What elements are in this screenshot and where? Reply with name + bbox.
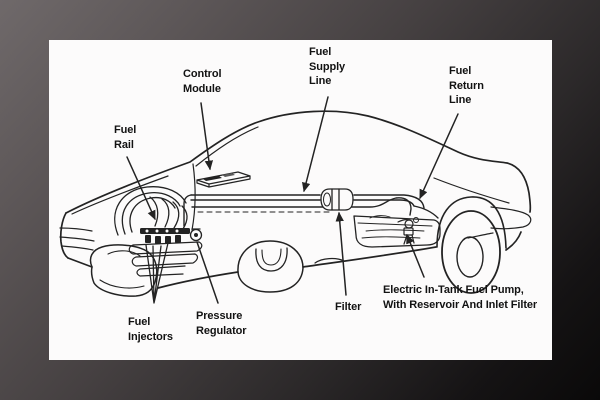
leader-fuel-supply-line (302, 96, 329, 193)
leader-pressure-regulator (196, 241, 219, 304)
fuel-filter-drawing (320, 188, 354, 211)
fuel-supply-line-drawing (183, 194, 425, 227)
rear-wheel (436, 196, 507, 294)
car-body-outline (59, 110, 532, 289)
leader-fuel-pump (406, 233, 425, 278)
label-filter: Filter (335, 301, 362, 313)
middle-wheel (237, 240, 304, 293)
fuel-return-line-drawing (191, 197, 439, 219)
label-fuel-return-line: Fuel Return Line (449, 65, 484, 106)
label-fuel-rail: Fuel Rail (114, 124, 137, 151)
leader-filter (335, 211, 347, 296)
leader-lines (126, 96, 459, 304)
label-fuel-supply-line: Fuel Supply Line (309, 46, 346, 87)
label-fuel-injectors: Fuel Injectors (128, 316, 173, 343)
engine-block-drawing (128, 241, 203, 277)
fuel-tank-drawing (353, 215, 441, 248)
fuel-injectors-drawing (145, 235, 181, 244)
leader-fuel-injectors (145, 242, 169, 304)
fuel-rail-drawing (140, 228, 190, 234)
front-wheel (89, 244, 158, 297)
control-module-drawing (196, 171, 251, 188)
label-fuel-pump: Electric In-Tank Fuel Pump, With Reservo… (383, 284, 538, 311)
label-pressure-regulator: Pressure Regulator (196, 310, 247, 337)
pressure-regulator-drawing (189, 228, 203, 242)
leader-control-module (200, 102, 214, 171)
leader-fuel-return-line (419, 113, 459, 200)
label-control-module: Control Module (183, 68, 222, 95)
leader-fuel-rail (126, 156, 156, 221)
car-body-details (59, 126, 532, 264)
